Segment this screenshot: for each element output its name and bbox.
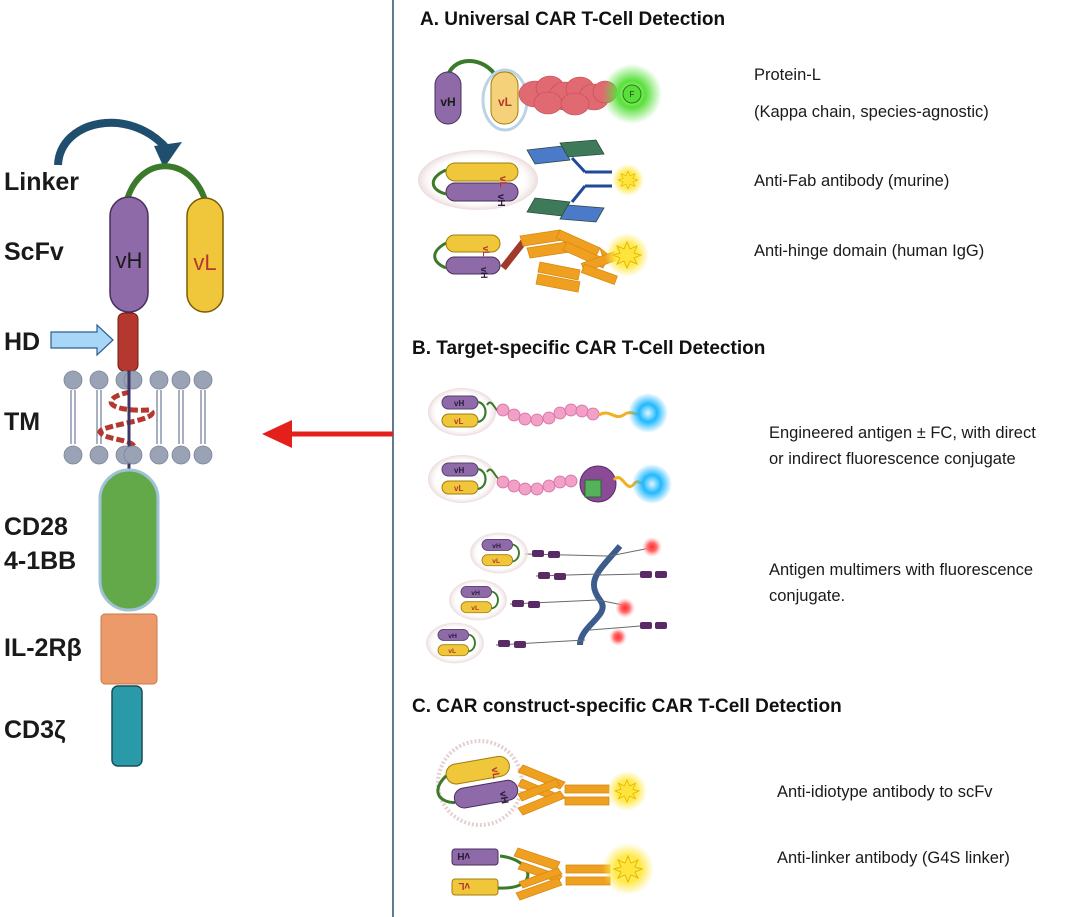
desc-protein-l: Protein-L (754, 66, 821, 84)
vl-domain (186, 197, 224, 313)
label-cd3z: CD3ζ (4, 716, 66, 744)
transmembrane-helix (97, 389, 155, 457)
engineered-antigen-direct-illustration (426, 386, 668, 438)
label-cd28: CD28 (4, 513, 68, 541)
hd-arrow (50, 323, 114, 357)
label-4-1bb: 4-1BB (4, 547, 77, 575)
desc-multimers-1: Antigen multimers with fluorescence (769, 561, 1034, 579)
car-structure: vH vL (50, 118, 224, 767)
membrane-bottom-heads (63, 445, 213, 465)
desc-engineered-antigen-1: Engineered antigen ± FC, with direct (769, 424, 1036, 442)
anti-idiotype-illustration: vL vH (436, 739, 647, 827)
anti-hinge-illustration: vL vH (433, 229, 649, 293)
desc-anti-hinge: Anti-hinge domain (human IgG) (754, 242, 985, 260)
section-b-title: B. Target-specific CAR T-Cell Detection (412, 338, 766, 359)
desc-anti-fab: Anti-Fab antibody (murine) (754, 172, 950, 190)
membrane-tails (70, 390, 206, 444)
desc-engineered-antigen-2: or indirect fluorescence conjugate (769, 450, 1016, 468)
anti-fab-illustration: vL vH (418, 139, 644, 223)
label-hd: HD (4, 328, 41, 356)
anti-linker-illustration: vH vL (451, 843, 654, 901)
cd28-4-1bb-domain (98, 468, 160, 612)
membrane-top-heads (63, 370, 213, 390)
protein-l-illustration: vH vL F (434, 59, 662, 132)
vh-domain (109, 196, 149, 313)
desc-protein-l-note: (Kappa chain, species-agnostic) (754, 103, 989, 121)
desc-multimers-2: conjugate. (769, 587, 846, 605)
desc-anti-linker: Anti-linker antibody (G4S linker) (777, 849, 1010, 867)
vl-label: vL (193, 250, 216, 275)
svg-text:vH: vH (495, 194, 506, 207)
svg-text:vH: vH (457, 850, 470, 861)
hinge-domain (117, 312, 139, 372)
svg-text:vL: vL (458, 880, 470, 891)
il-2rb-domain (100, 613, 158, 685)
red-pointer-arrow (262, 420, 393, 448)
svg-text:vL: vL (497, 176, 508, 188)
antigen-multimer-illustration (425, 531, 667, 665)
desc-anti-idiotype: Anti-idiotype antibody to scFv (777, 783, 993, 801)
svg-text:vL: vL (498, 95, 512, 109)
linker-arch (124, 163, 208, 202)
cd3z-domain (111, 685, 143, 767)
svg-text:vL: vL (489, 766, 502, 779)
engineered-antigen-indirect-illustration (426, 453, 672, 505)
label-tm: TM (4, 408, 41, 436)
svg-text:vH: vH (479, 267, 489, 279)
vh-label: vH (116, 248, 143, 273)
fluorophore-letter: F (630, 90, 635, 99)
svg-text:vH: vH (440, 95, 455, 109)
section-a-title: A. Universal CAR T-Cell Detection (420, 9, 726, 30)
label-scfv: ScFv (4, 238, 64, 266)
svg-text:vH: vH (497, 790, 510, 805)
section-c-title: C. CAR construct-specific CAR T-Cell Det… (412, 696, 842, 717)
blue-fluorophore-icon (628, 393, 668, 433)
label-il-2rb: IL-2Rβ (4, 634, 82, 662)
arrowhead-icon (154, 142, 182, 168)
label-linker: Linker (4, 168, 80, 196)
linker-curved-arrow (54, 118, 172, 166)
svg-text:vL: vL (481, 246, 491, 257)
